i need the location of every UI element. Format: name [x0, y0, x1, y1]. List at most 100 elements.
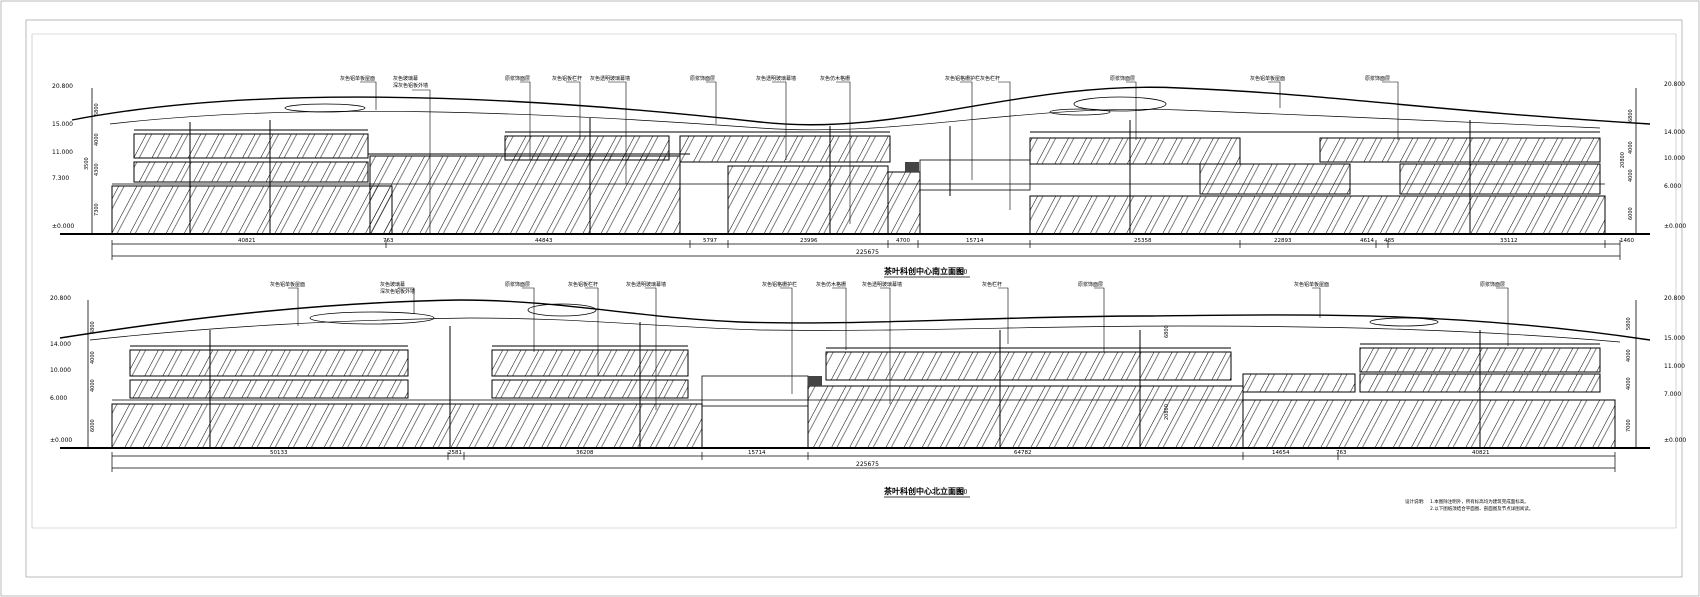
- span-label: 4000: [90, 379, 96, 392]
- north-block: [111, 403, 703, 449]
- material-note: 灰色铝单板屋面: [1294, 281, 1329, 288]
- dim-label: 44843: [535, 238, 553, 244]
- level-label: ±0.000: [52, 223, 74, 230]
- north-block: [1242, 399, 1616, 449]
- dim-label: 5797: [703, 238, 717, 244]
- dim-label: 485: [1384, 238, 1395, 244]
- dim-tick: [111, 452, 1616, 472]
- vertical-dim-label: 20800: [1164, 404, 1170, 420]
- south-levels-right: 20.800 14.000 10.000 6.000 ±0.000 6800 4…: [1620, 81, 1686, 234]
- material-note: 灰色仿木格栅: [816, 281, 846, 288]
- level-label: 20.800: [1664, 295, 1685, 302]
- south-block: [133, 133, 369, 159]
- dim-label: 763: [383, 238, 394, 244]
- material-note: 灰色栏杆: [980, 75, 1000, 82]
- south-block: [1029, 195, 1606, 235]
- span-label: 4000: [94, 133, 100, 146]
- dim-total: 225675: [856, 249, 879, 256]
- material-note: 灰色透明玻璃幕墙: [756, 75, 796, 82]
- span-label: 20800: [1620, 152, 1626, 168]
- span-label: 4000: [1628, 141, 1634, 154]
- level-label: 20.800: [50, 295, 71, 302]
- span-label: 6000: [1628, 207, 1634, 220]
- material-note: 灰色铝格栅护栏: [762, 281, 797, 288]
- north-elevation-scale: 1:200: [950, 489, 967, 496]
- dim-label: 40821: [1472, 450, 1490, 456]
- material-note: 原浆饰面层: [505, 75, 530, 82]
- level-label: 20.800: [52, 83, 73, 90]
- material-note: 灰色仿木格栅: [820, 75, 850, 82]
- south-block: [1319, 137, 1601, 163]
- material-note: 深灰色铝板外墙: [380, 288, 415, 295]
- span-label: 4000: [1626, 349, 1632, 362]
- south-block: [727, 165, 889, 235]
- material-note: 灰色透明玻璃幕墙: [862, 281, 902, 288]
- north-block: [129, 349, 409, 377]
- material-note: 灰色铝单板屋面: [270, 281, 305, 288]
- level-label: 10.000: [50, 367, 71, 374]
- dim-label: 40821: [238, 238, 256, 244]
- south-skylight: [1049, 108, 1111, 116]
- material-note: 灰色玻璃幕: [393, 75, 418, 82]
- notes-line: 1.本图除注明外，所有标高均为建筑完成面标高。: [1430, 498, 1529, 505]
- south-canopy: [919, 159, 1031, 191]
- general-notes: 设计说明: 1.本图除注明外，所有标高均为建筑完成面标高。 2.以下图纸须结合平…: [1405, 498, 1533, 512]
- notes-line: 2.以下图纸须结合平面图、剖面图及节点详图阅读。: [1430, 505, 1533, 512]
- material-note: 原浆饰面层: [1365, 75, 1390, 82]
- level-label: 11.000: [52, 149, 73, 156]
- north-block: [825, 351, 1232, 381]
- north-dimensions: 50133 2581 36208 15714 64782 14654 763 4…: [111, 450, 1616, 472]
- north-skylight: [309, 311, 435, 325]
- span-label: 5800: [94, 103, 100, 116]
- vertical-dim-label: 6800: [1164, 325, 1170, 338]
- span-label: 5800: [1626, 317, 1632, 330]
- north-canopy: [701, 375, 809, 407]
- level-label: 14.000: [1664, 129, 1685, 136]
- level-label: ±0.000: [50, 437, 72, 444]
- notes-heading: 设计说明:: [1405, 498, 1425, 505]
- south-levels-left: 20.800 15.000 11.000 7.300 ±0.000 5800 4…: [52, 83, 100, 234]
- north-roof-curve: [59, 299, 1651, 341]
- south-block: [1029, 137, 1241, 165]
- north-skylight: [1369, 317, 1439, 327]
- span-label: 4300: [94, 163, 100, 176]
- material-note: 灰色透明玻璃幕墙: [590, 75, 630, 82]
- level-label: 10.000: [1664, 155, 1685, 162]
- north-notes: 灰色铝单板屋面 灰色玻璃幕 深灰色铝板外墙 原浆饰面层 灰色铝板栏杆 灰色透明玻…: [270, 281, 1509, 410]
- level-label: 7.000: [1664, 391, 1681, 398]
- dim-label: 4700: [896, 238, 910, 244]
- level-label: 11.000: [1664, 363, 1685, 370]
- material-note: 灰色铝格栅护栏: [945, 75, 980, 82]
- north-levels-right: 20.800 15.000 11.000 7.000 ±0.000 5800 4…: [1626, 295, 1686, 448]
- leader-line: [288, 287, 1509, 410]
- span-label: 4000: [1628, 169, 1634, 182]
- leader-line: [360, 81, 1399, 234]
- south-skylight: [284, 103, 366, 113]
- material-note: 灰色铝单板屋面: [1250, 75, 1285, 82]
- south-dimensions: 40821 763 44843 5797 23996 4700 15714 25…: [111, 238, 1634, 260]
- dim-label: 763: [1336, 450, 1347, 456]
- span-label: 6000: [90, 419, 96, 432]
- dim-label: 50133: [270, 450, 288, 456]
- south-roof-curve: [71, 86, 1651, 126]
- span-label: 6800: [90, 321, 96, 334]
- material-note: 深灰色铝板外墙: [393, 82, 428, 89]
- material-note: 灰色铝单板屋面: [340, 75, 375, 82]
- south-roof-underside: [109, 108, 1601, 131]
- dim-label: 64782: [1014, 450, 1032, 456]
- material-note: 原浆饰面层: [690, 75, 715, 82]
- material-note: 原浆饰面层: [505, 281, 530, 288]
- north-elevation: 20.800 14.000 10.000 6.000 ±0.000 6800 4…: [50, 281, 1686, 498]
- level-label: 15.000: [52, 121, 73, 128]
- dim-label: 33112: [1500, 238, 1518, 244]
- dim-label: 15714: [966, 238, 984, 244]
- south-notes: 灰色铝单板屋面 灰色玻璃幕 深灰色铝板外墙 原浆饰面层 灰色铝板栏杆 灰色透明玻…: [340, 75, 1399, 234]
- south-elevation-scale: 1:200: [950, 269, 967, 276]
- south-block: [504, 135, 670, 161]
- north-elevation-title: 茶叶科创中心北立面图: [883, 486, 964, 496]
- south-block: [887, 171, 921, 235]
- south-skylight: [1073, 96, 1167, 112]
- material-note: 灰色铝板栏杆: [568, 281, 598, 288]
- dim-label: 1460: [1620, 238, 1634, 244]
